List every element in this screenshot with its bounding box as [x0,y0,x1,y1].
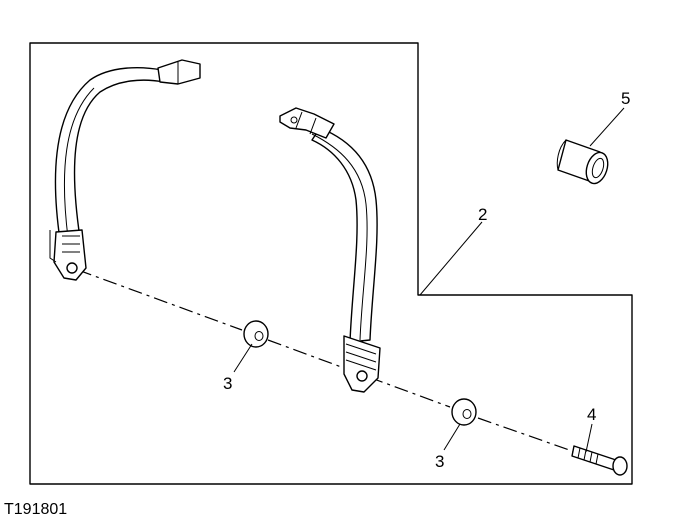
leader-line-3a [233,343,253,373]
assembly-centerline-b [267,339,451,408]
callout-3a: 3 [223,374,232,393]
figure-id: T191801 [4,501,67,518]
assembly-centerline-c [477,417,576,453]
callout-3b: 3 [435,452,444,471]
callout-4: 4 [587,405,596,424]
spacer-sleeve [556,139,609,185]
leader-line-3b [443,423,461,451]
leader-line-5 [589,107,625,147]
bolt [571,445,628,476]
callout-2: 2 [478,205,487,224]
leader-line-4 [585,423,593,453]
left-seat-belt [49,59,201,281]
washer-left [243,320,269,348]
washer-right [451,398,477,426]
assembly-centerline-a [77,269,243,331]
diagram-frame [29,42,633,485]
callout-5: 5 [621,89,630,108]
right-seat-belt [279,107,381,393]
leader-line-2 [419,221,483,296]
